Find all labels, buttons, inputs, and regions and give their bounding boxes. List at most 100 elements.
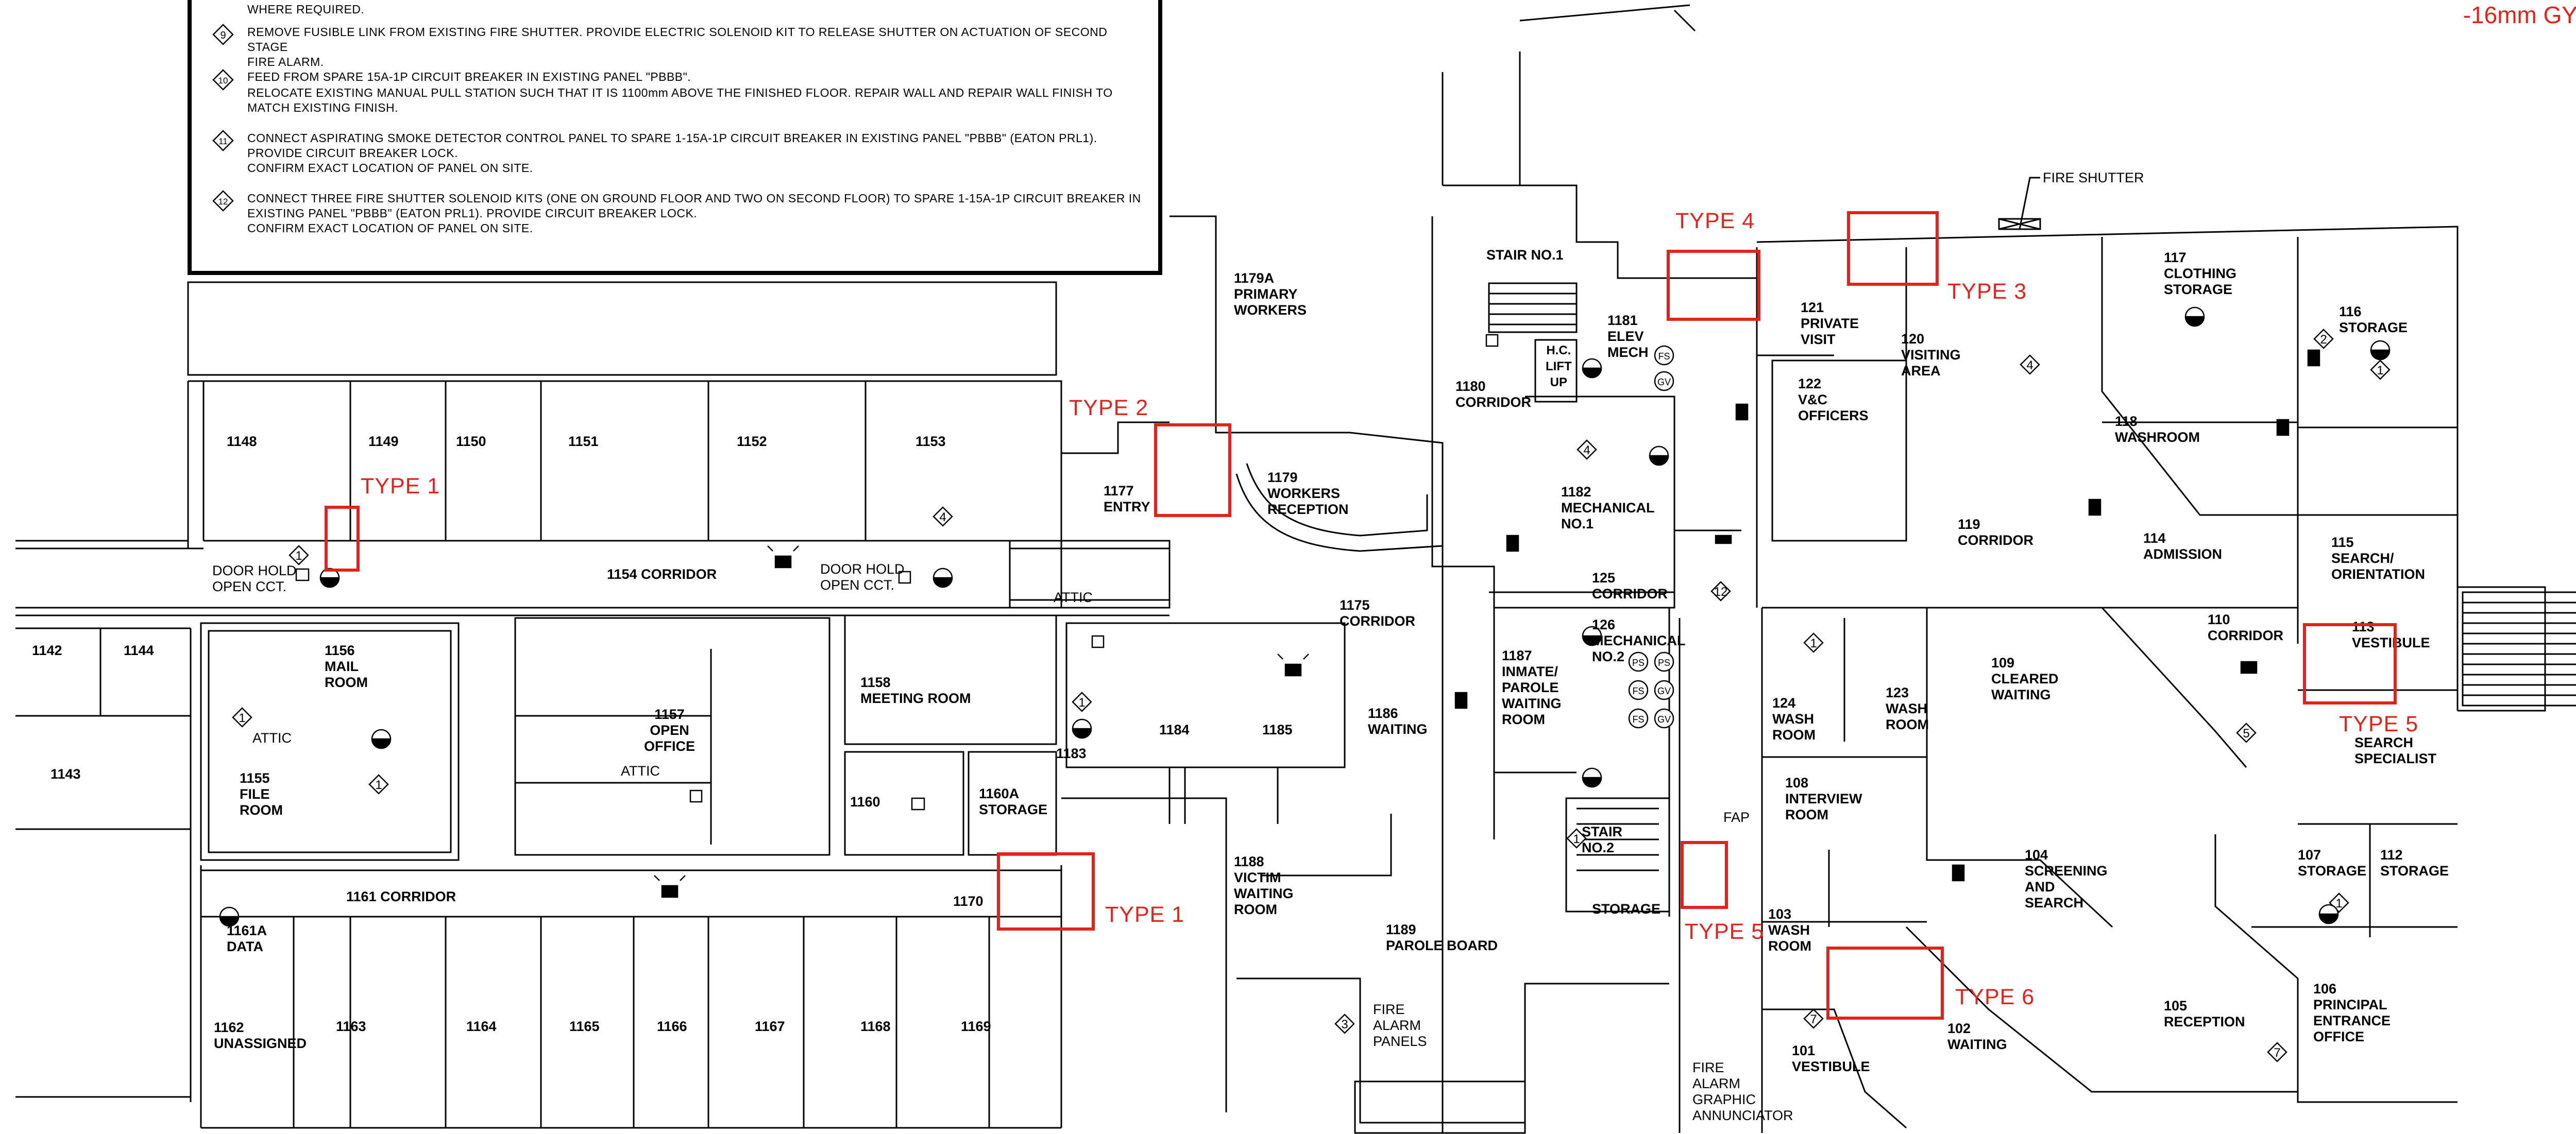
room-label: 119 CORRIDOR	[1958, 517, 2033, 548]
note-9: REMOVE FUSIBLE LINK FROM EXISTING FIRE S…	[247, 25, 1144, 84]
room-label: 121 PRIVATE VISIT	[1801, 300, 1859, 347]
horn-strobe-icon	[1454, 692, 1468, 709]
room-label: STAIR NO.1	[1486, 247, 1564, 263]
room-label: 105 RECEPTION	[2164, 998, 2245, 1029]
keynote-diamond-icon: 7	[2267, 1042, 2287, 1062]
roof-canopy	[187, 281, 1057, 376]
note-12: CONNECT THREE FIRE SHUTTER SOLENOID KITS…	[247, 191, 1144, 236]
room-label: 1158 MEETING ROOM	[860, 675, 971, 706]
type-2-highlight-box	[1154, 423, 1231, 517]
keynote-diamond-icon: 2	[2313, 329, 2334, 349]
svg-text:11: 11	[218, 136, 228, 146]
svg-text:1: 1	[295, 549, 302, 563]
keynote-diamond-icon: 9	[212, 24, 234, 45]
svg-text:5: 5	[2243, 727, 2249, 741]
smoke-detector-icon	[1649, 445, 1669, 466]
room-label: 1153	[916, 434, 946, 449]
room-label: 1184	[1159, 722, 1190, 737]
room-label: 1164	[466, 1019, 497, 1034]
room-label: 122 V&C OFFICERS	[1798, 376, 1869, 423]
note-line: FIRE ALARM.	[247, 55, 324, 68]
room-label: 1188 VICTIM WAITING ROOM	[1234, 854, 1294, 917]
flow-switch-icon: PS	[1628, 651, 1649, 672]
room-label: 1180 CORRIDOR	[1455, 379, 1531, 410]
flow-switch-icon: GV	[1654, 708, 1674, 729]
room-label: 1167	[755, 1019, 785, 1034]
svg-text:FS: FS	[1632, 714, 1644, 725]
room-label: STAIR NO.2	[1582, 824, 1622, 855]
room-label: 115 SEARCH/ ORIENTATION	[2331, 535, 2425, 582]
type-6-highlight-box	[1826, 947, 1944, 1020]
room-label: 1181 ELEV MECH	[1607, 313, 1649, 360]
smoke-detector-icon	[1072, 718, 1092, 739]
smoke-detector-icon	[1582, 358, 1602, 379]
note-text: WHERE REQUIRED.	[247, 3, 365, 16]
fap-label: FAP	[1723, 810, 1750, 825]
room-label: 120 VISITING AREA	[1901, 331, 1961, 379]
pull-station-icon	[295, 334, 1499, 811]
type-3-label: TYPE 3	[1947, 279, 2027, 304]
door-hold-label: DOOR HOLD OPEN CCT.	[212, 563, 297, 594]
room-label: 1162 UNASSIGNED	[214, 1020, 307, 1051]
room-label: 113 VESTIBULE	[2352, 619, 2430, 650]
type-1-label: TYPE 1	[1105, 902, 1185, 927]
room-label: 124 WASH ROOM	[1772, 695, 1816, 743]
smoke-detector-icon	[2184, 306, 2205, 327]
svg-text:1: 1	[1810, 637, 1817, 650]
room-label: SEARCH SPECIALIST	[2354, 735, 2437, 766]
fire-shutter-icon	[1998, 177, 2041, 230]
svg-text:GV: GV	[1657, 686, 1671, 696]
horn-strobe-icon	[654, 875, 686, 898]
room-label: 1156 MAIL ROOM	[325, 643, 368, 690]
room-label: 1169	[961, 1019, 991, 1034]
type-1-highlight-box	[997, 852, 1095, 931]
type-2-label: TYPE 2	[1069, 396, 1149, 420]
monitor-module-icon: FS	[1654, 345, 1674, 366]
flow-switch-icon: FS	[1628, 708, 1649, 729]
svg-text:1: 1	[2335, 897, 2342, 910]
note-line: MATCH EXISTING FINISH.	[247, 101, 398, 114]
svg-text:12: 12	[218, 197, 228, 207]
keynote-diamond-icon: 11	[212, 130, 234, 151]
type-6-label: TYPE 6	[1955, 985, 2035, 1009]
door-hold-label: DOOR HOLD OPEN CCT.	[820, 561, 905, 593]
type-5-highlight-box	[1681, 841, 1728, 909]
flow-switch-icon: GV	[1654, 680, 1674, 700]
svg-text:12: 12	[1714, 585, 1728, 599]
fire-alarm-panels-label: FIRE ALARM PANELS	[1373, 1002, 1427, 1049]
room-label: 1177 ENTRY	[1104, 483, 1150, 514]
svg-text:2: 2	[2320, 333, 2327, 347]
note-line: CONFIRM EXACT LOCATION OF PANEL ON SITE.	[247, 221, 533, 235]
room-label: STORAGE	[1592, 901, 1661, 917]
horn-strobe-icon	[1735, 403, 1749, 421]
room-label: 1151	[568, 434, 599, 449]
room-label: 1189 PAROLE BOARD	[1386, 922, 1498, 953]
room-label: 1161 CORRIDOR	[346, 889, 456, 904]
svg-text:1: 1	[1573, 832, 1580, 846]
room-label: 125 CORRIDOR	[1592, 570, 1668, 602]
type-4-highlight-box	[1667, 250, 1760, 321]
svg-text:PS: PS	[1632, 658, 1645, 668]
room-label: 1161A DATA	[227, 923, 267, 954]
attic-label: ATTIC	[621, 763, 660, 779]
svg-text:4: 4	[1583, 443, 1590, 457]
svg-text:PS: PS	[1658, 658, 1670, 668]
type-1-highlight-box	[325, 506, 360, 572]
room-label: 107 STORAGE	[2298, 847, 2367, 879]
room-label: 1166	[657, 1019, 687, 1034]
keynote-diamond-icon: 4	[933, 506, 953, 527]
flow-switch-icon: FS	[1628, 680, 1649, 700]
svg-text:7: 7	[1810, 1012, 1817, 1026]
room-label: 1187 INMATE/ PAROLE WAITING ROOM	[1502, 648, 1562, 727]
smoke-detector-icon	[933, 568, 953, 588]
keynote-diamond-icon: 1	[1072, 692, 1092, 712]
note-line: CONNECT ASPIRATING SMOKE DETECTOR CONTRO…	[247, 131, 1097, 145]
smoke-detector-icon	[1582, 767, 1602, 788]
room-label: 1163	[336, 1019, 366, 1034]
horn-strobe-icon	[2307, 349, 2320, 367]
type-5-label: TYPE 5	[2339, 712, 2419, 736]
keynote-diamond-icon: 12	[1710, 581, 1731, 602]
keynote-diamond-icon: 1	[1803, 632, 1824, 653]
flow-switch-icon: PS	[1654, 651, 1674, 672]
keynote-diamond-icon: 4	[2020, 354, 2040, 375]
